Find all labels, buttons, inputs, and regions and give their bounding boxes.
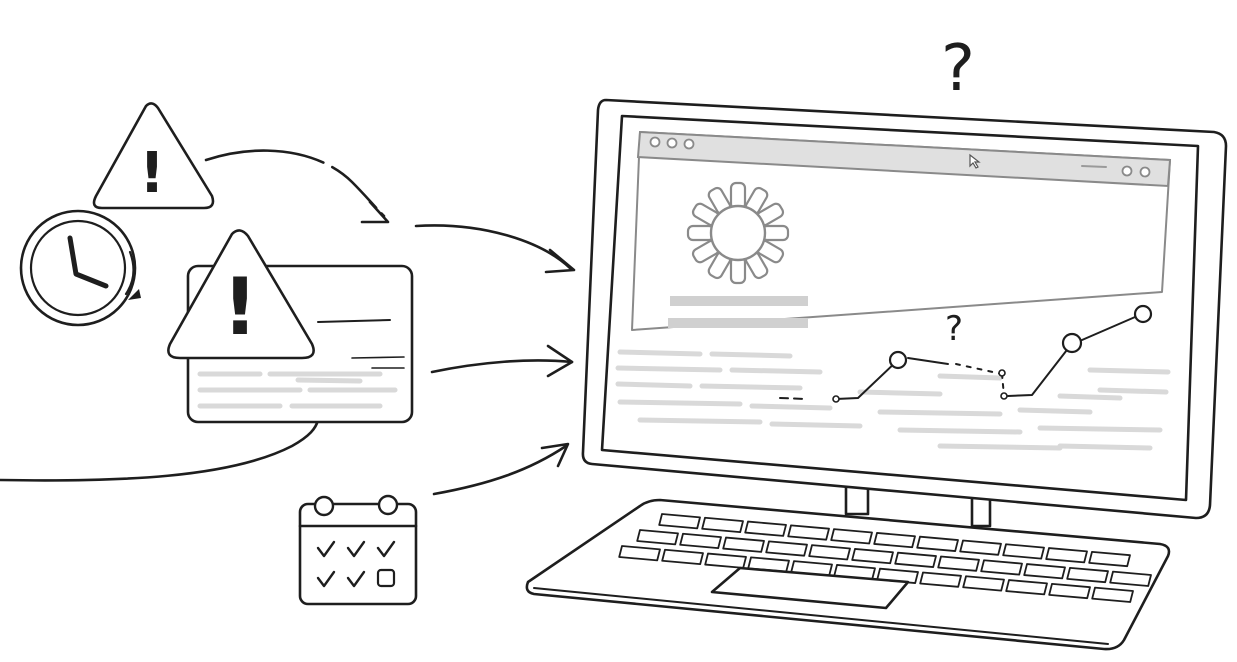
browser-window: [631, 130, 1172, 331]
graph-node: [1133, 304, 1153, 324]
keyboard-key: [873, 532, 916, 549]
arrow-icon: [430, 344, 574, 378]
check-mark-icon: [316, 540, 336, 558]
keyboard-key: [808, 544, 851, 561]
keyboard-key: [704, 552, 747, 569]
keyboard-key: [1023, 563, 1066, 580]
graph-question-mark-icon: ?: [945, 309, 963, 349]
touchpad: [710, 566, 910, 610]
keyboard-key: [959, 539, 1002, 556]
keyboard-key: [851, 548, 894, 565]
keyboard-key: [765, 540, 808, 557]
keyboard-key: [701, 516, 744, 534]
placeholder-bar: [668, 318, 808, 328]
incoming-line: [0, 418, 320, 482]
exclamation-mark: !: [222, 263, 258, 353]
keyboard-key: [636, 529, 679, 546]
keyboard-key: [894, 551, 937, 568]
graph-node: [1000, 392, 1008, 400]
check-mark-icon: [346, 540, 366, 558]
graph-node: [888, 350, 908, 370]
arrow-icon: [204, 149, 390, 224]
keyboard-key: [744, 520, 787, 537]
warning-icon: !: [167, 229, 315, 360]
address-bar-line: [1081, 165, 1107, 168]
keyboard-key: [1088, 550, 1131, 568]
keyboard-key: [679, 532, 722, 550]
clock-icon: [19, 209, 141, 327]
placeholder-bar: [670, 296, 808, 306]
loading-spinner-icon: [686, 181, 790, 285]
graph-node: [832, 395, 840, 403]
unchecked-box: [376, 568, 396, 588]
keyboard-key: [787, 524, 830, 541]
blurred-text-lines: [615, 349, 1171, 451]
question-mark-icon: ?: [941, 32, 975, 106]
browser-titlebar: [636, 130, 1172, 188]
keyboard-key: [658, 513, 701, 530]
calendar-checklist-icon: [298, 494, 418, 606]
keyboard-key: [937, 555, 980, 572]
exclamation-mark: !: [139, 141, 165, 206]
trend-graph: ?: [779, 304, 1153, 403]
laptop-icon: ?: [525, 98, 1228, 651]
keyboard-key: [1109, 570, 1152, 587]
check-mark-icon: [316, 570, 336, 588]
keyboard: [618, 513, 1152, 603]
keyboard-key: [661, 548, 704, 566]
check-mark-icon: [376, 540, 396, 558]
keyboard-key: [618, 545, 661, 562]
arrow-icon: [432, 442, 570, 496]
keyboard-key: [1091, 586, 1134, 603]
graph-node: [998, 369, 1006, 377]
cursor-icon: [969, 153, 981, 169]
laptop-display: [600, 114, 1200, 502]
keyboard-key: [1045, 547, 1088, 564]
keyboard-key: [1002, 543, 1045, 560]
keyboard-key: [1066, 566, 1109, 584]
checklist: [316, 540, 396, 588]
keyboard-key: [1005, 579, 1048, 596]
keyboard-key: [722, 536, 765, 553]
warning-icon: !: [92, 102, 215, 210]
check-mark-icon: [346, 570, 366, 588]
arrow-icon: [414, 224, 576, 274]
keyboard-key: [1048, 582, 1091, 600]
keyboard-key: [919, 571, 962, 588]
keyboard-key: [916, 535, 959, 552]
keyboard-key: [830, 528, 873, 545]
window-control-dots: [649, 136, 1151, 178]
keyboard-key: [962, 575, 1005, 592]
keyboard-key: [980, 559, 1023, 576]
laptop-base-edge: [533, 587, 1109, 645]
graph-node: [1061, 332, 1083, 354]
calendar-ring: [313, 494, 399, 517]
